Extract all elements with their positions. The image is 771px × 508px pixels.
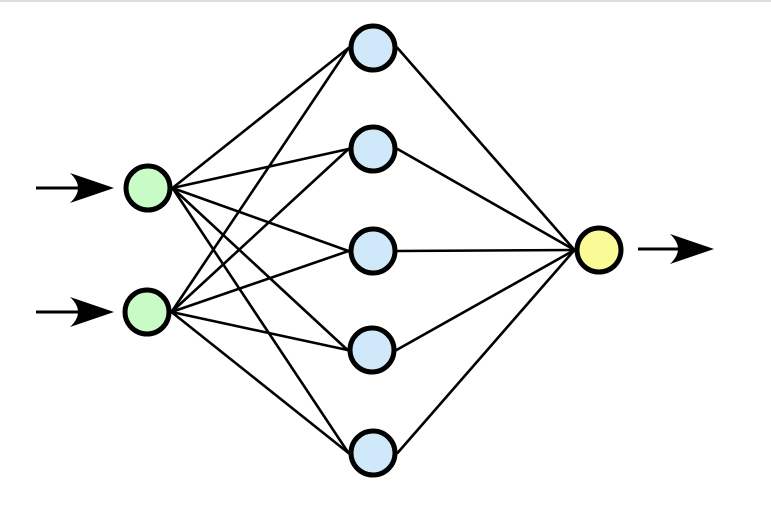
output-arrow-head <box>670 234 714 264</box>
hidden-3-node <box>348 226 398 276</box>
hidden-4-node <box>347 325 397 375</box>
edge-input-2-hidden-3 <box>170 249 350 314</box>
input-1-node <box>123 163 173 213</box>
edge-input-1-hidden-5 <box>171 186 350 455</box>
edge-input-1-hidden-4 <box>171 186 349 352</box>
hidden-1-node <box>348 23 398 73</box>
top-border <box>0 0 771 2</box>
hidden-2-node <box>348 124 398 174</box>
edge-hidden-2-output-1 <box>396 147 576 252</box>
edge-input-2-hidden-4 <box>170 310 349 352</box>
input-2-node <box>122 287 172 337</box>
edge-hidden-4-output-1 <box>395 248 576 352</box>
edge-hidden-1-output-1 <box>396 46 576 252</box>
edge-hidden-3-output-1 <box>396 248 576 253</box>
hidden-5-node <box>348 428 398 478</box>
edge-input-2-hidden-1 <box>170 46 350 314</box>
edge-input-1-hidden-3 <box>171 186 350 253</box>
edge-hidden-5-output-1 <box>396 248 576 455</box>
input-arrow-1-head <box>70 173 114 203</box>
edge-input-1-hidden-2 <box>171 147 350 190</box>
output-1-node <box>574 225 624 275</box>
edge-input-1-hidden-1 <box>171 46 350 190</box>
edge-input-2-hidden-5 <box>170 310 350 455</box>
input-arrow-2-head <box>70 297 114 327</box>
edge-input-2-hidden-2 <box>170 147 350 314</box>
